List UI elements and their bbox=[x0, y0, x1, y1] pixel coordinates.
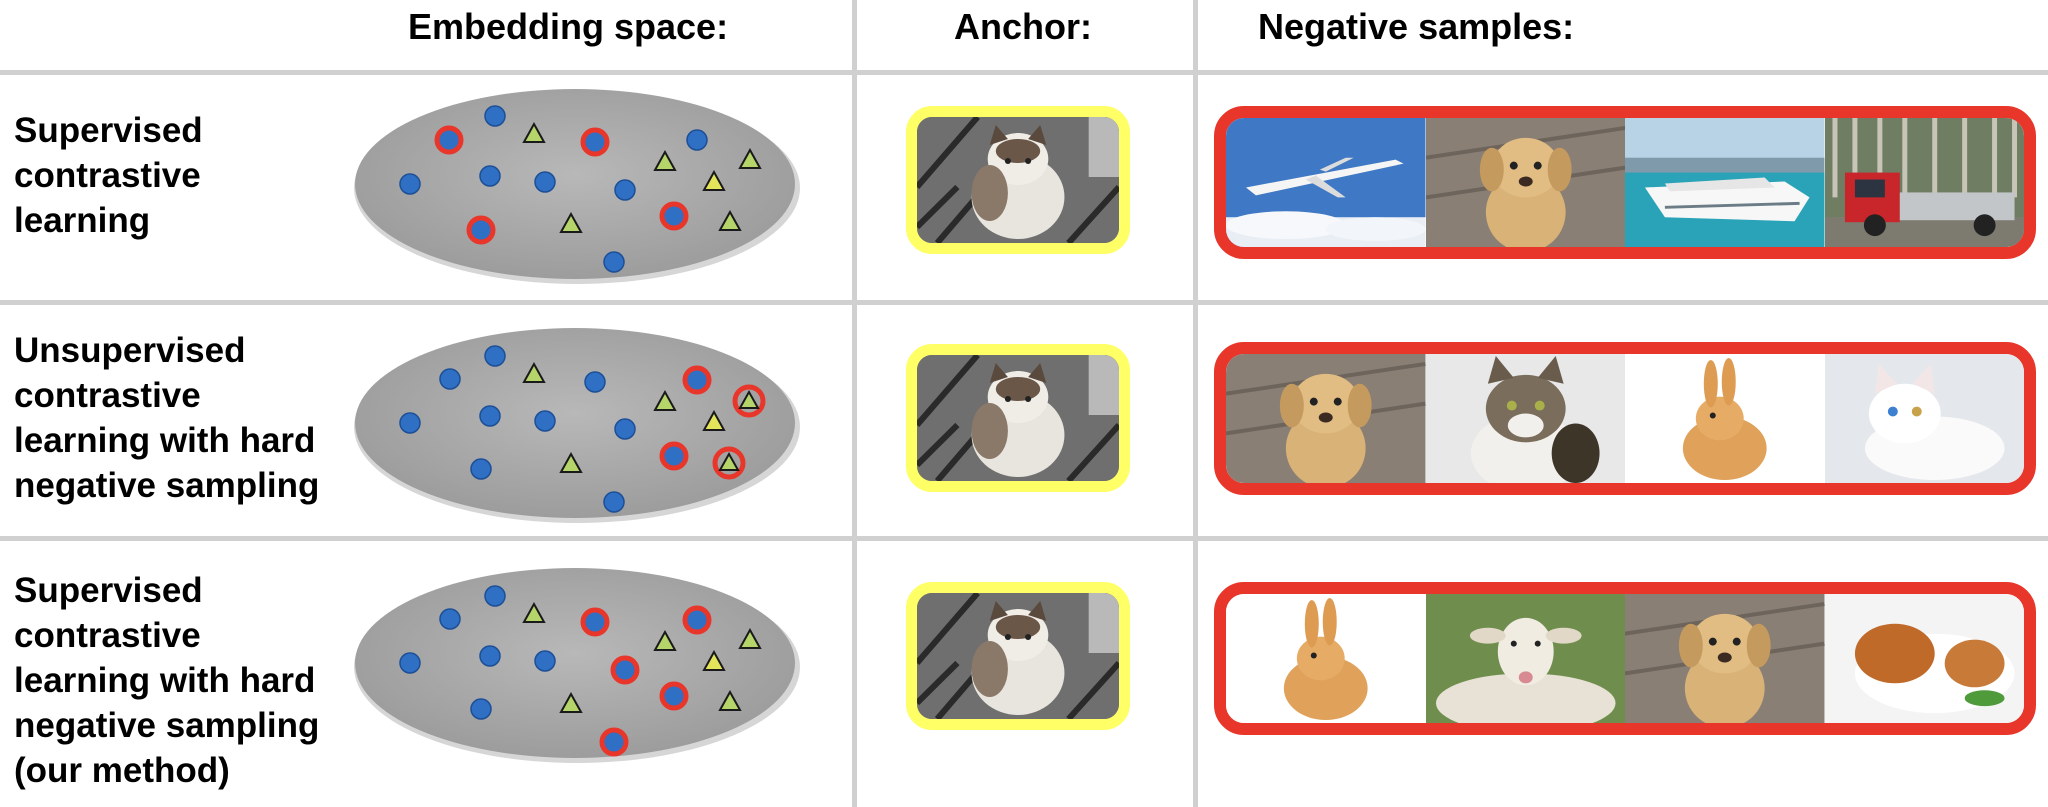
puppy-icon bbox=[1625, 594, 1825, 723]
blue-circles bbox=[399, 105, 708, 273]
embedding-space-row2 bbox=[354, 328, 800, 523]
green-triangles bbox=[522, 121, 762, 233]
grid-line-col1 bbox=[852, 0, 857, 807]
row-label-our-method: Supervised contrastive learning with har… bbox=[14, 571, 320, 790]
rabbit-icon bbox=[1625, 354, 1825, 483]
yellow-triangles bbox=[702, 169, 726, 191]
cruise-ship-icon bbox=[1625, 118, 1825, 247]
header-negative-samples: Negative samples: bbox=[1258, 6, 1575, 47]
cat-icon bbox=[917, 593, 1119, 719]
negative-samples-row2 bbox=[1214, 342, 2036, 495]
tabby-cat-icon bbox=[1425, 354, 1625, 483]
grid-line-row2 bbox=[0, 536, 2048, 541]
puppy-icon bbox=[1226, 354, 1426, 483]
embedding-space-row1 bbox=[354, 89, 800, 284]
rabbit-icon bbox=[1226, 594, 1426, 723]
negative-samples-row1 bbox=[1214, 106, 2036, 259]
row-label-unsupervised-hard: Unsupervised contrastive learning with h… bbox=[14, 331, 320, 505]
header-anchor: Anchor: bbox=[954, 6, 1092, 47]
header-embedding-space: Embedding space: bbox=[408, 6, 729, 47]
sheep-icon bbox=[1425, 594, 1625, 723]
anchor-image-row1 bbox=[906, 106, 1130, 254]
row-label-supervised: Supervised contrastive learning bbox=[14, 111, 203, 240]
hard-negative-triangles bbox=[712, 384, 766, 480]
cat-icon bbox=[917, 117, 1119, 243]
negative-samples-row3 bbox=[1214, 582, 2036, 735]
white-cat-icon bbox=[1824, 354, 2024, 483]
grid-line-col2 bbox=[1193, 0, 1198, 807]
red-truck-icon bbox=[1824, 118, 2024, 247]
puppy-icon bbox=[1425, 118, 1625, 247]
hard-negative-circles bbox=[434, 125, 689, 245]
airplane-icon bbox=[1226, 118, 1426, 247]
grid-line-header bbox=[0, 70, 2048, 75]
grid-line-row1 bbox=[0, 300, 2048, 305]
cat-icon bbox=[917, 355, 1119, 481]
guinea-pig-icon bbox=[1824, 594, 2024, 723]
anchor-image-row3 bbox=[906, 582, 1130, 730]
anchor-image-row2 bbox=[906, 344, 1130, 492]
embedding-space-row3 bbox=[354, 568, 800, 763]
